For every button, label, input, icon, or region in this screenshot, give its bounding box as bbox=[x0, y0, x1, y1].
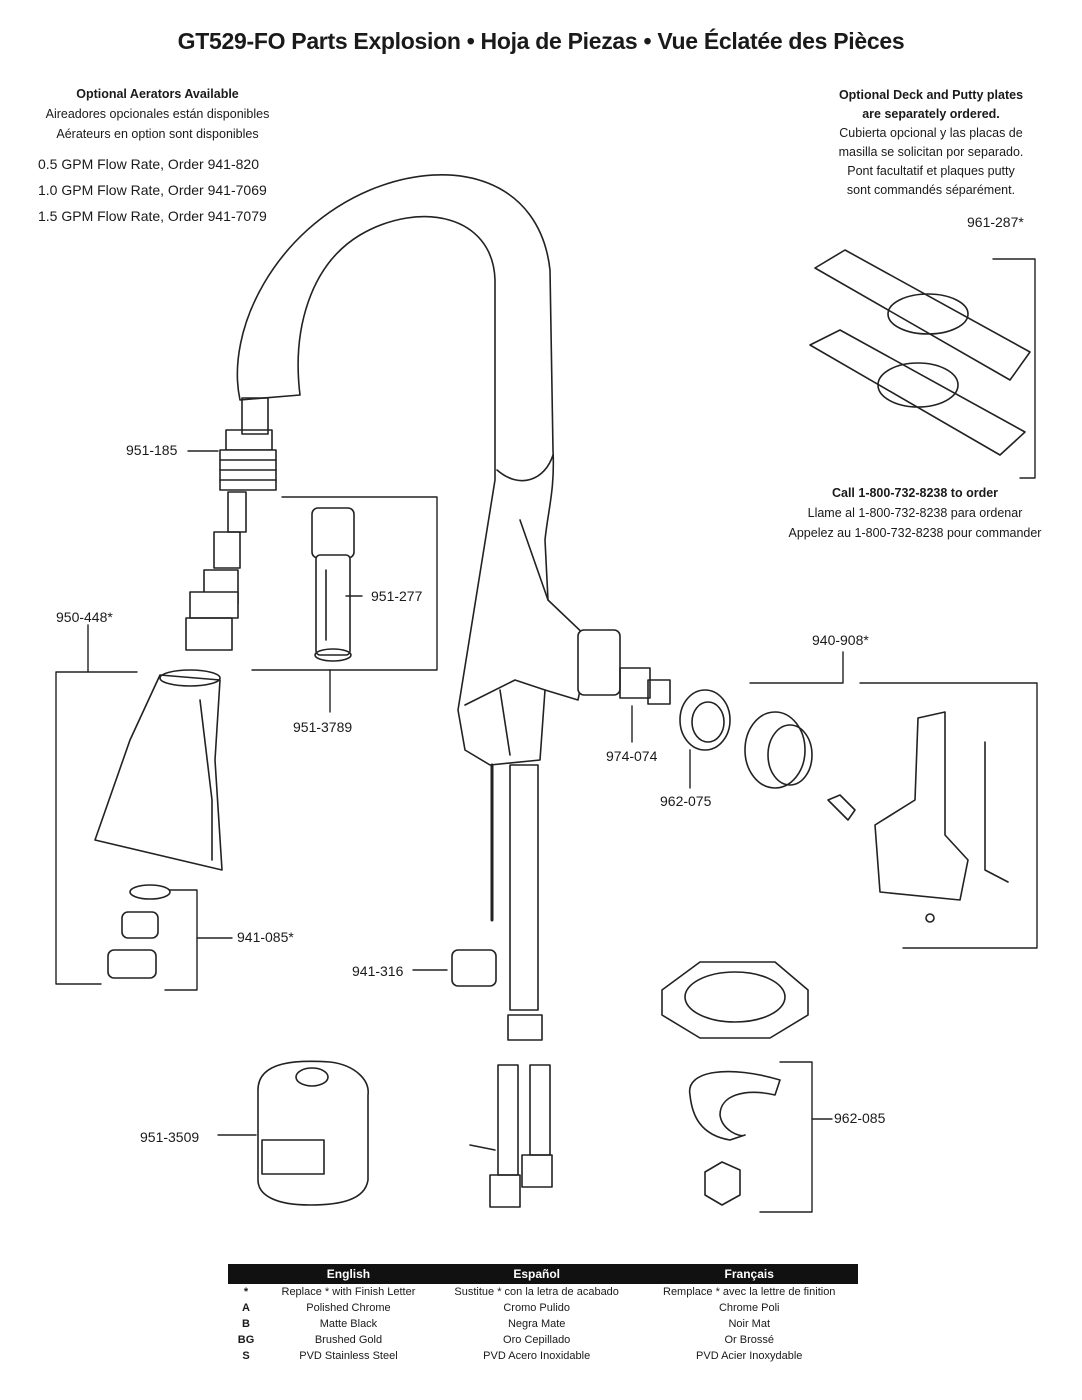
legend-spanish: PVD Acero Inoxidable bbox=[483, 1350, 591, 1362]
table-row: BG Brushed Gold Oro Cepillado Or Brossé bbox=[228, 1332, 858, 1348]
mounting-bracket bbox=[661, 961, 809, 1039]
order-english: Call 1-800-732-8238 to order bbox=[831, 486, 999, 500]
part-label-951-185: 951-185 bbox=[126, 442, 178, 458]
deck-plates bbox=[809, 249, 1031, 456]
part-label-962-085: 962-085 bbox=[834, 1110, 886, 1126]
legend-spanish: Negra Mate bbox=[507, 1318, 566, 1330]
legend-key: * bbox=[243, 1286, 249, 1298]
spout-hose-section bbox=[185, 397, 277, 651]
legend-spanish: Sustitue * con la letra de acabado bbox=[454, 1286, 619, 1298]
deck-spanish-2: masilla se solicitan por separado. bbox=[838, 145, 1024, 159]
legend-english: PVD Stainless Steel bbox=[299, 1350, 398, 1362]
mounting-nut bbox=[704, 1161, 741, 1206]
bonnet-nut bbox=[679, 689, 731, 751]
handle-screw bbox=[827, 794, 856, 821]
order-spanish: Llame al 1-800-732-8238 para ordenar bbox=[807, 506, 1023, 520]
deck-heading-2: are separately ordered. bbox=[862, 107, 1000, 121]
part-label-941-085: 941-085* bbox=[237, 929, 294, 945]
legend-french: PVD Acier Inoxydable bbox=[696, 1350, 803, 1362]
legend-english: Polished Chrome bbox=[306, 1302, 391, 1314]
legend-english: Replace * with Finish Letter bbox=[281, 1286, 416, 1298]
table-row: B Matte Black Negra Mate Noir Mat bbox=[228, 1316, 858, 1332]
deck-spanish-1: Cubierta opcional y las placas de bbox=[839, 126, 1023, 140]
legend-french: Remplace * avec la lettre de finition bbox=[663, 1286, 836, 1298]
valve-cartridge bbox=[577, 629, 671, 705]
part-label-961-287: 961-287* bbox=[967, 214, 1024, 230]
part-label-951-277: 951-277 bbox=[371, 588, 423, 604]
aerators-spanish: Aireadores opcionales están disponibles bbox=[45, 107, 270, 121]
horseshoe-washer bbox=[688, 1070, 781, 1141]
aerator-option: 0.5 GPM Flow Rate, Order 941-820 bbox=[38, 156, 259, 172]
deck-plate-note: Optional Deck and Putty plates are separ… bbox=[776, 86, 1082, 200]
legend-french: Noir Mat bbox=[728, 1318, 770, 1330]
trim-ring bbox=[744, 711, 813, 789]
aerator-parts bbox=[107, 884, 171, 979]
deck-french-2: sont commandés séparément. bbox=[846, 183, 1016, 197]
supply-lines bbox=[469, 763, 553, 1208]
legend-key: A bbox=[242, 1302, 250, 1314]
legend-header-spanish: Español bbox=[432, 1264, 641, 1284]
aerators-french: Aérateurs en option sont disponibles bbox=[56, 127, 259, 141]
table-row: * Replace * with Finish Letter Sustitue … bbox=[228, 1284, 858, 1300]
part-label-962-075: 962-075 bbox=[660, 793, 712, 809]
spray-head-shell bbox=[94, 669, 223, 871]
legend-header-row: English Español Français bbox=[228, 1264, 858, 1284]
faucet-body bbox=[236, 174, 591, 766]
hose-weight bbox=[257, 1060, 369, 1206]
legend-english: Brushed Gold bbox=[314, 1334, 383, 1346]
part-label-941-316: 941-316 bbox=[352, 963, 404, 979]
legend-french: Or Brossé bbox=[724, 1334, 774, 1346]
part-label-951-3509: 951-3509 bbox=[140, 1129, 200, 1145]
deck-french-1: Pont facultatif et plaques putty bbox=[847, 164, 1015, 178]
legend-english: Matte Black bbox=[319, 1318, 378, 1330]
legend-spanish: Cromo Pulido bbox=[503, 1302, 570, 1314]
order-note: Call 1-800-732-8238 to order Llame al 1-… bbox=[760, 483, 1070, 543]
table-row: A Polished Chrome Cromo Pulido Chrome Po… bbox=[228, 1300, 858, 1316]
legend-key: B bbox=[242, 1318, 250, 1330]
diverter-cartridge bbox=[311, 507, 355, 662]
legend-key: S bbox=[242, 1350, 250, 1362]
aerator-option: 1.5 GPM Flow Rate, Order 941-7079 bbox=[38, 208, 267, 224]
lever-handle bbox=[874, 711, 1009, 923]
table-row: S PVD Stainless Steel PVD Acero Inoxidab… bbox=[228, 1348, 858, 1364]
legend-header-french: Français bbox=[640, 1264, 858, 1284]
legend-spanish: Oro Cepillado bbox=[503, 1334, 571, 1346]
legend-key: BG bbox=[237, 1334, 255, 1346]
aerators-heading: Optional Aerators Available bbox=[76, 87, 239, 101]
aerator-option: 1.0 GPM Flow Rate, Order 941-7069 bbox=[38, 182, 267, 198]
aerator-options: 0.5 GPM Flow Rate, Order 941-820 1.0 GPM… bbox=[38, 151, 267, 229]
page-title: GT529-FO Parts Explosion • Hoja de Pieza… bbox=[177, 28, 905, 54]
quick-connect-clip bbox=[451, 949, 497, 987]
part-label-974-074: 974-074 bbox=[606, 748, 658, 764]
legend-header-english: English bbox=[264, 1264, 433, 1284]
deck-heading-1: Optional Deck and Putty plates bbox=[838, 88, 1024, 102]
legend-header-key bbox=[228, 1264, 264, 1284]
finish-legend-table: English Español Français * Replace * wit… bbox=[228, 1264, 858, 1364]
parts-explosion-diagram bbox=[55, 174, 1038, 1213]
aerators-note: Optional Aerators Available Aireadores o… bbox=[30, 84, 285, 144]
legend-french: Chrome Poli bbox=[718, 1302, 780, 1314]
part-label-940-908: 940-908* bbox=[812, 632, 869, 648]
order-french: Appelez au 1-800-732-8238 pour commander bbox=[788, 526, 1042, 540]
leader-lines bbox=[55, 258, 1038, 1213]
part-label-951-3789: 951-3789 bbox=[293, 719, 353, 735]
part-label-950-448: 950-448* bbox=[56, 609, 113, 625]
